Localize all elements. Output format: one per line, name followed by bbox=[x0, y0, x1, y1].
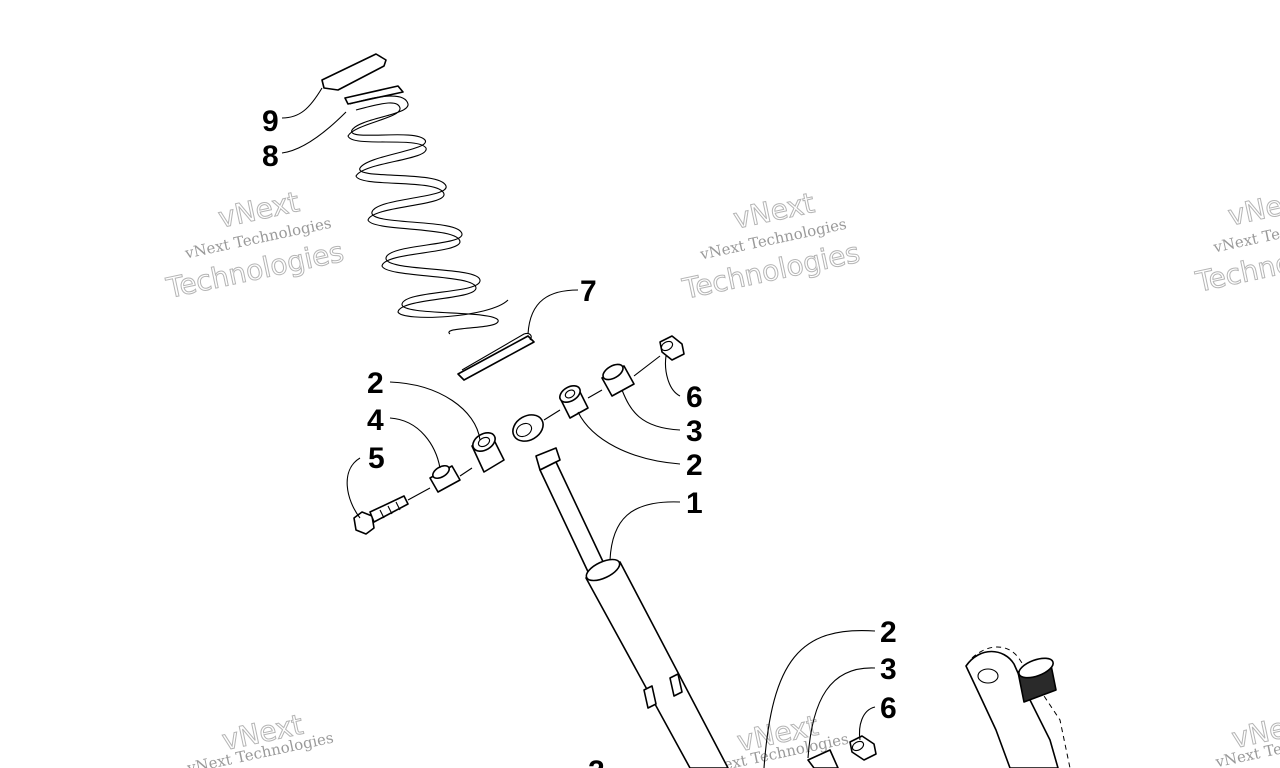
callout-6-upper: 6 bbox=[686, 381, 703, 414]
callout-5: 5 bbox=[368, 442, 385, 475]
callout-9: 9 bbox=[262, 105, 279, 138]
callout-4: 4 bbox=[367, 404, 384, 437]
shock-top-eye bbox=[512, 414, 561, 471]
watermark-bottom-left: vNext vNext Technologies bbox=[185, 707, 335, 768]
spring-seat-part bbox=[457, 332, 535, 381]
coil-spring-part bbox=[344, 85, 509, 335]
callout-3-lower: 3 bbox=[880, 653, 897, 686]
callout-numbers: 9 8 7 6 3 2 2 4 5 1 2 3 6 2 bbox=[262, 105, 897, 768]
spring-cap-part bbox=[321, 53, 387, 91]
watermark-top-center: vNext vNext Technologies Technologies bbox=[678, 186, 863, 307]
watermark-bottom-right: vNext vNext Technologies bbox=[1213, 705, 1280, 768]
watermark-top-right: vNext vNext Technologies Technologies bbox=[1192, 183, 1280, 300]
callout-3-upper: 3 bbox=[686, 415, 703, 448]
sleeve-right-part bbox=[601, 363, 635, 397]
watermark-top-left: vNext vNext Technologies Technologies bbox=[162, 185, 347, 306]
callout-1: 1 bbox=[686, 487, 703, 520]
callout-2-upper-right: 2 bbox=[686, 449, 703, 482]
shock-absorber-part bbox=[539, 461, 729, 768]
leader-lines bbox=[281, 87, 876, 768]
bushing-right-part bbox=[559, 385, 589, 419]
callout-2-upper-left: 2 bbox=[367, 367, 384, 400]
sleeve-part bbox=[429, 464, 461, 493]
callout-7: 7 bbox=[580, 275, 597, 308]
bushing-left-part bbox=[471, 432, 505, 473]
callout-6-lower: 6 bbox=[880, 692, 897, 725]
callout-2-bottom: 2 bbox=[588, 755, 605, 768]
upper-mount-hardware bbox=[353, 335, 685, 535]
bolt-part bbox=[353, 495, 409, 535]
lower-mount-hardware bbox=[807, 735, 877, 768]
callout-8: 8 bbox=[262, 140, 279, 173]
nut-part bbox=[659, 335, 685, 361]
steering-knuckle-part bbox=[965, 646, 1071, 768]
callout-2-lower: 2 bbox=[880, 616, 897, 649]
